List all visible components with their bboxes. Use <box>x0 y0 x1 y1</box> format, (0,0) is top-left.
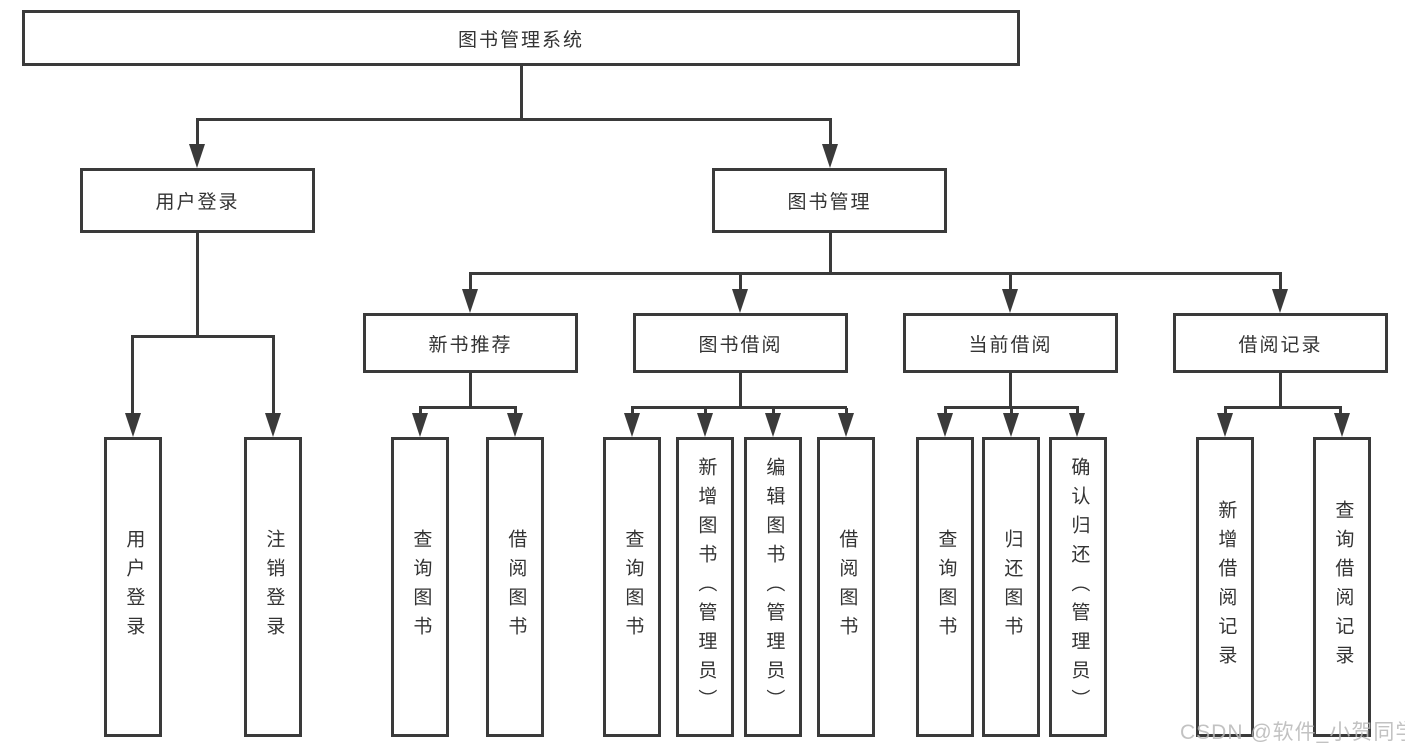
arrow-down-icon <box>1217 413 1233 437</box>
leaf-user-login: 用户登录 <box>104 437 162 737</box>
node-label: 查询借阅记录 <box>1332 500 1354 674</box>
arrow-down-icon <box>1003 413 1019 437</box>
node-label: 查询图书 <box>410 529 432 645</box>
node-current-borrow: 当前借阅 <box>903 313 1118 373</box>
node-label: 图书借阅 <box>698 334 783 356</box>
connector-line <box>196 233 199 335</box>
arrow-down-icon <box>507 413 523 437</box>
arrow-down-icon <box>265 413 281 437</box>
connector-line <box>739 274 742 291</box>
connector-line <box>196 118 832 121</box>
connector-line <box>469 274 472 291</box>
node-library-management-system: 图书管理系统 <box>22 10 1020 66</box>
connector-line <box>772 408 775 416</box>
leaf-query-book-recommend: 查询图书 <box>391 437 449 737</box>
arrow-down-icon <box>838 413 854 437</box>
connector-line <box>944 408 947 416</box>
leaf-add-borrow-record: 新增借阅记录 <box>1196 437 1254 737</box>
connector-line <box>631 408 634 416</box>
node-label: 查询图书 <box>622 529 644 645</box>
connector-line <box>1224 406 1342 409</box>
connector-line <box>829 233 832 272</box>
arrow-down-icon <box>732 289 748 313</box>
arrow-down-icon <box>1002 289 1018 313</box>
connector-line <box>845 408 848 416</box>
node-label: 借阅记录 <box>1238 334 1323 356</box>
connector-line <box>1224 408 1227 416</box>
leaf-confirm-return-admin: 确认归还（管理员） <box>1049 437 1107 737</box>
leaf-query-borrow-record: 查询借阅记录 <box>1313 437 1371 737</box>
node-label: 确认归还（管理员） <box>1068 456 1090 718</box>
node-borrow-record: 借阅记录 <box>1173 313 1388 373</box>
leaf-add-book-admin: 新增图书（管理员） <box>676 437 734 737</box>
node-label: 新增图书（管理员） <box>695 456 717 718</box>
node-user-login: 用户登录 <box>80 168 315 233</box>
connector-line <box>196 120 199 148</box>
connector-line <box>131 335 275 338</box>
arrow-down-icon <box>125 413 141 437</box>
connector-line <box>1279 373 1282 409</box>
node-label: 新增借阅记录 <box>1215 500 1237 674</box>
connector-line <box>272 337 275 415</box>
node-label: 编辑图书（管理员） <box>763 456 785 718</box>
leaf-edit-book-admin: 编辑图书（管理员） <box>744 437 802 737</box>
leaf-borrow-book-recommend: 借阅图书 <box>486 437 544 737</box>
watermark: CSDN @软件_小贺同学 <box>1180 721 1405 744</box>
connector-line <box>829 120 832 148</box>
connector-line <box>520 66 523 118</box>
connector-line <box>419 406 517 409</box>
leaf-query-book-current: 查询图书 <box>916 437 974 737</box>
arrow-down-icon <box>462 289 478 313</box>
connector-line <box>514 408 517 416</box>
connector-line <box>1076 408 1079 416</box>
node-label: 用户登录 <box>123 529 145 645</box>
node-label: 图书管理 <box>787 192 872 213</box>
arrow-down-icon <box>1334 413 1350 437</box>
connector-line <box>631 406 847 409</box>
connector-line <box>1279 274 1282 291</box>
node-label: 新书推荐 <box>428 334 513 356</box>
node-label: 借阅图书 <box>836 529 858 645</box>
leaf-return-book: 归还图书 <box>982 437 1040 737</box>
node-label: 注销登录 <box>263 529 285 645</box>
connector-line <box>1009 274 1012 291</box>
leaf-query-book-borrow: 查询图书 <box>603 437 661 737</box>
leaf-borrow-book: 借阅图书 <box>817 437 875 737</box>
connector-line <box>739 373 742 409</box>
connector-line <box>1339 408 1342 416</box>
node-label: 借阅图书 <box>505 529 527 645</box>
connector-line <box>1009 373 1012 409</box>
connector-line <box>944 406 1079 409</box>
arrow-down-icon <box>1069 413 1085 437</box>
arrow-down-icon <box>1272 289 1288 313</box>
arrow-down-icon <box>189 144 205 168</box>
arrow-down-icon <box>937 413 953 437</box>
arrow-down-icon <box>624 413 640 437</box>
node-label: 用户登录 <box>155 192 240 213</box>
arrow-down-icon <box>822 144 838 168</box>
arrow-down-icon <box>412 413 428 437</box>
node-label: 当前借阅 <box>968 334 1053 356</box>
connector-line <box>419 408 422 416</box>
arrow-down-icon <box>697 413 713 437</box>
node-label: 图书管理系统 <box>457 29 584 51</box>
node-book-borrow: 图书借阅 <box>633 313 848 373</box>
connector-line <box>131 337 134 415</box>
arrow-down-icon <box>765 413 781 437</box>
connector-line <box>1010 408 1013 416</box>
leaf-logout: 注销登录 <box>244 437 302 737</box>
connector-line <box>704 408 707 416</box>
connector-line <box>469 272 1282 275</box>
node-label: 查询图书 <box>935 529 957 645</box>
node-book-management: 图书管理 <box>712 168 947 233</box>
node-new-book-recommend: 新书推荐 <box>363 313 578 373</box>
node-label: 归还图书 <box>1001 529 1023 645</box>
connector-line <box>469 373 472 409</box>
